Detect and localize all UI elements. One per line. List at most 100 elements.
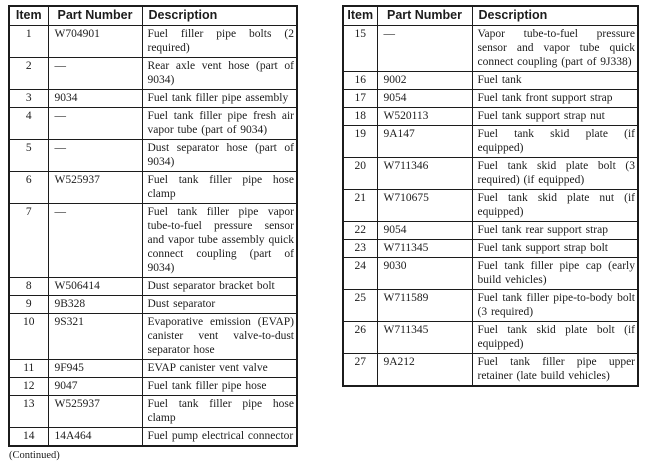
- description-cell: Fuel tank skid plate bolt (if equipped): [471, 321, 639, 354]
- part-number-cell: —: [47, 107, 143, 140]
- description-cell: Fuel tank filler pipe vapor tube-to-fuel…: [141, 203, 298, 278]
- description-cell: Fuel tank support strap nut: [471, 107, 639, 126]
- item-cell: 3: [8, 89, 49, 108]
- part-number-cell: W525937: [47, 395, 143, 428]
- header-item: Item: [342, 5, 378, 26]
- item-cell: 23: [342, 239, 378, 258]
- part-number-cell: W711589: [376, 289, 473, 322]
- item-cell: 12: [8, 377, 49, 396]
- description-cell: Fuel tank filler pipe hose: [141, 377, 298, 396]
- item-cell: 1: [8, 25, 49, 58]
- description-cell: Evaporative emission (EVAP) canister ven…: [141, 313, 298, 360]
- part-number-cell: —: [47, 203, 143, 278]
- part-number-cell: W710675: [376, 189, 473, 222]
- part-number-cell: W711345: [376, 239, 473, 258]
- item-cell: 27: [342, 353, 378, 387]
- item-cell: 26: [342, 321, 378, 354]
- item-cell: 11: [8, 359, 49, 378]
- item-cell: 18: [342, 107, 378, 126]
- description-cell: Fuel tank skid plate (if equipped): [471, 125, 639, 158]
- part-number-cell: 9A147: [376, 125, 473, 158]
- description-cell: Fuel tank filler pipe-to-body bolt (3 re…: [471, 289, 639, 322]
- description-cell: Fuel tank filler pipe upper retainer (la…: [471, 353, 639, 387]
- item-cell: 7: [8, 203, 49, 278]
- part-number-cell: 9034: [47, 89, 143, 108]
- description-cell: Fuel tank filler pipe hose clamp: [141, 395, 298, 428]
- header-row: Item Part Number Description: [342, 5, 639, 26]
- part-number-cell: 9047: [47, 377, 143, 396]
- item-cell: 15: [342, 25, 378, 72]
- description-cell: Fuel pump electrical connector: [141, 427, 298, 447]
- item-cell: 20: [342, 157, 378, 190]
- description-cell: Dust separator: [141, 295, 298, 314]
- item-cell: 21: [342, 189, 378, 222]
- part-number-cell: W711345: [376, 321, 473, 354]
- part-number-cell: 9054: [376, 89, 473, 108]
- part-number-cell: —: [47, 57, 143, 90]
- part-number-cell: 9030: [376, 257, 473, 290]
- description-cell: Fuel filler pipe bolts (2 required): [141, 25, 298, 58]
- header-description: Description: [471, 5, 639, 26]
- part-number-cell: W711346: [376, 157, 473, 190]
- header-part-number: Part Number: [376, 5, 473, 26]
- part-number-cell: 9S321: [47, 313, 143, 360]
- table-row: 5—Dust separator hose (part of 9034): [8, 139, 298, 172]
- table-row: 2—Rear axle vent hose (part of 9034): [8, 57, 298, 90]
- item-cell: 25: [342, 289, 378, 322]
- item-cell: 5: [8, 139, 49, 172]
- description-cell: Fuel tank: [471, 71, 639, 90]
- description-cell: Fuel tank filler pipe hose clamp: [141, 171, 298, 204]
- part-number-cell: —: [376, 25, 473, 72]
- continued-label: (Continued): [9, 450, 60, 461]
- item-cell: 24: [342, 257, 378, 290]
- description-cell: Dust separator hose (part of 9034): [141, 139, 298, 172]
- item-cell: 17: [342, 89, 378, 108]
- part-number-cell: W525937: [47, 171, 143, 204]
- part-number-cell: 14A464: [47, 427, 143, 447]
- item-cell: 10: [8, 313, 49, 360]
- parts-table-right-wrap: Item Part Number Description 15—Vapor tu…: [342, 5, 639, 387]
- item-cell: 19: [342, 125, 378, 158]
- description-cell: Fuel tank filler pipe cap (early build v…: [471, 257, 639, 290]
- item-cell: 8: [8, 277, 49, 296]
- item-cell: 4: [8, 107, 49, 140]
- part-number-cell: 9054: [376, 221, 473, 240]
- table-row: 4—Fuel tank filler pipe fresh air vapor …: [8, 107, 298, 140]
- description-cell: Fuel tank skid plate bolt (3 required) (…: [471, 157, 639, 190]
- description-cell: Fuel tank rear support strap: [471, 221, 639, 240]
- item-cell: 16: [342, 71, 378, 90]
- description-cell: Fuel tank skid plate nut (if equipped): [471, 189, 639, 222]
- table-row: 7—Fuel tank filler pipe vapor tube-to-fu…: [8, 203, 298, 278]
- description-cell: Fuel tank filler pipe fresh air vapor tu…: [141, 107, 298, 140]
- part-number-cell: W506414: [47, 277, 143, 296]
- description-cell: Dust separator bracket bolt: [141, 277, 298, 296]
- header-part-number: Part Number: [47, 5, 143, 26]
- description-cell: Fuel tank support strap bolt: [471, 239, 639, 258]
- header-row: Item Part Number Description: [8, 5, 298, 26]
- item-cell: 14: [8, 427, 49, 447]
